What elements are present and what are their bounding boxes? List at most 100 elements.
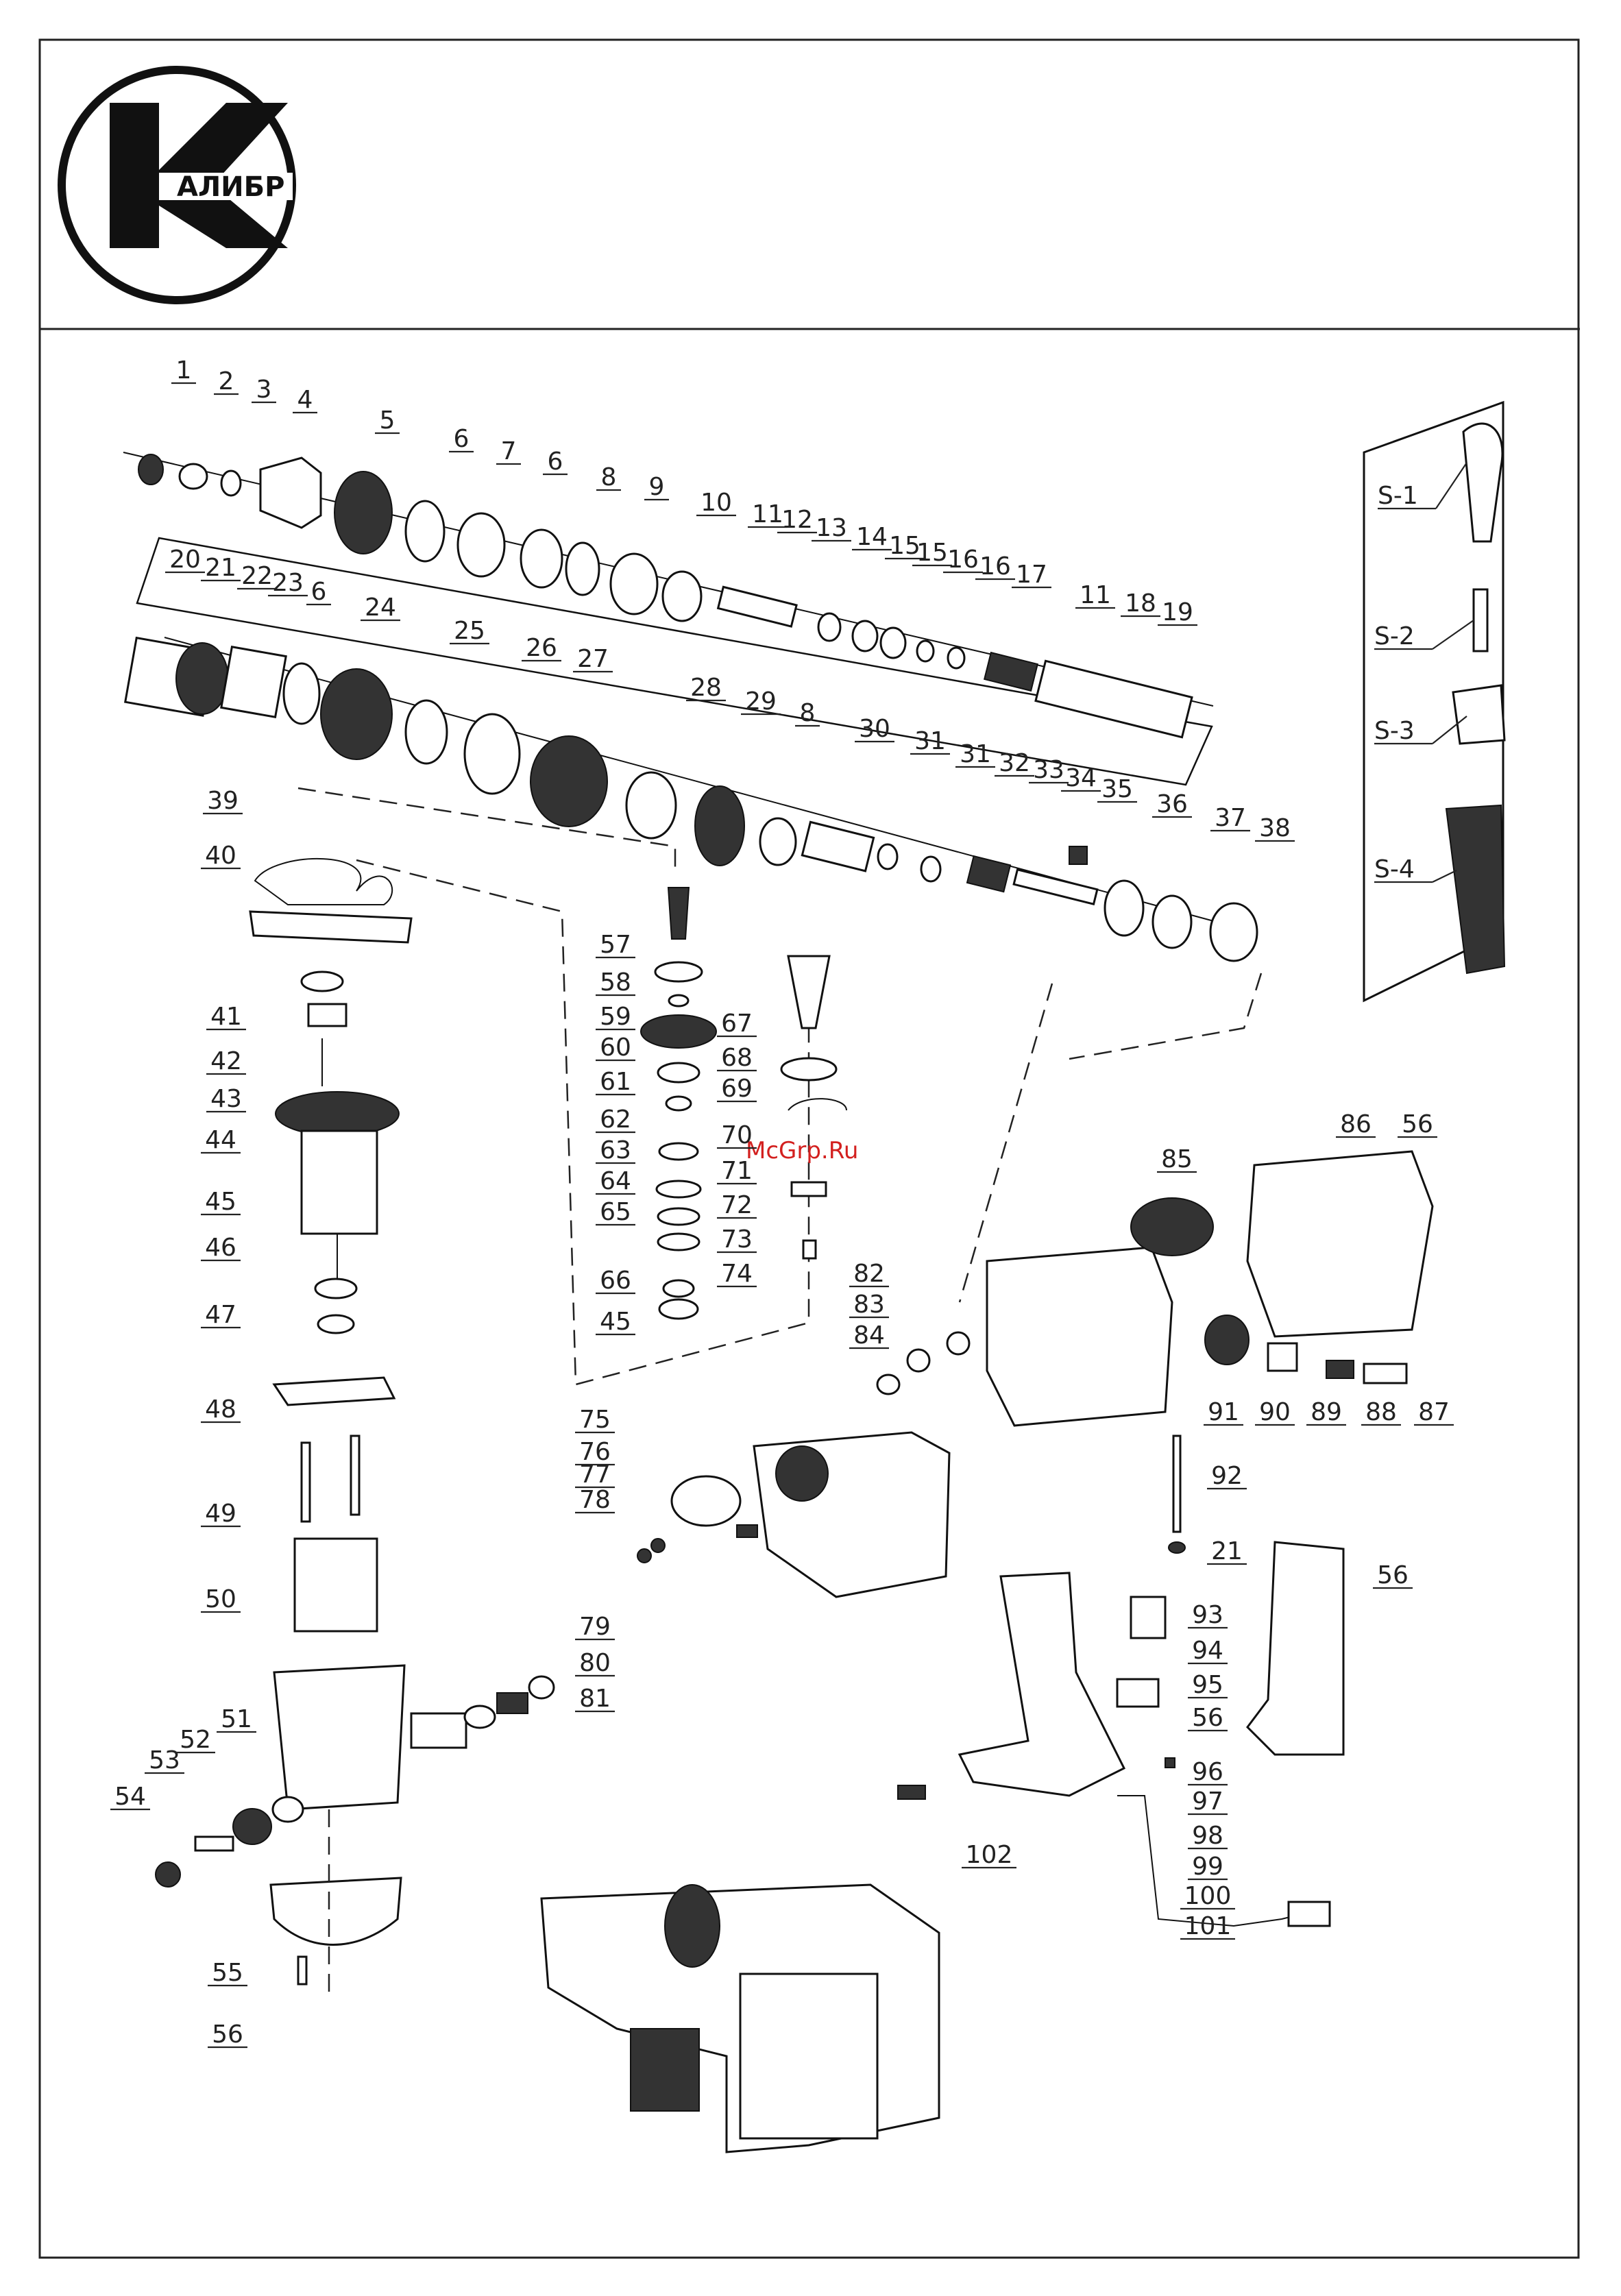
part-number-label: 57: [600, 931, 631, 959]
part-number-label: 14: [856, 523, 888, 551]
part-number-label: 8: [601, 463, 617, 491]
assembly-path-1: [297, 787, 677, 870]
accessory-panel: [1363, 400, 1506, 1003]
part-number-label: 41: [210, 1003, 242, 1031]
part-number-label: 22: [241, 562, 273, 590]
set-label-s2: S-2: [1374, 622, 1415, 650]
part-number-label: 101: [1184, 1912, 1232, 1940]
part-number-label: 27: [577, 645, 609, 673]
part-number-label: 95: [1192, 1671, 1223, 1699]
part-number-label: 19: [1162, 598, 1193, 626]
part-number-label: 59: [600, 1003, 631, 1031]
part-number-label: 9: [649, 473, 665, 501]
part-number-label: 44: [205, 1126, 236, 1154]
part-number-label: 39: [207, 787, 239, 815]
part-number-label: 1: [176, 356, 192, 384]
set-label-s4: S-4: [1374, 855, 1415, 883]
part-number-label: 4: [297, 386, 313, 414]
part-number-label: 34: [1065, 764, 1097, 792]
part-number-label: 30: [859, 715, 890, 743]
part-number-label: 96: [1192, 1758, 1223, 1786]
part-number-label: 62: [600, 1106, 631, 1134]
part-number-label: 70: [721, 1121, 753, 1149]
part-number-label: 42: [210, 1047, 242, 1075]
set-labels: S-1 S-2 S-3 S-4: [1374, 462, 1474, 883]
part-number-label: 31: [914, 727, 946, 755]
part-number-label: 15: [889, 532, 921, 560]
part-number-label: 73: [721, 1225, 753, 1254]
part-number-label: 11: [1080, 581, 1111, 609]
part-number-label: 48: [205, 1395, 236, 1424]
part-number-label: 6: [311, 578, 327, 606]
watermark: McGrp.Ru: [746, 1137, 858, 1164]
part-number-label: 28: [690, 674, 722, 702]
part-number-label: 38: [1259, 814, 1291, 842]
part-number-label: 74: [721, 1260, 753, 1288]
assembly-path-2: [356, 859, 810, 1386]
part-number-label: 97: [1192, 1787, 1223, 1816]
chuck-assembly: [123, 452, 1258, 962]
part-number-label: 2: [219, 367, 234, 395]
part-number-label: 71: [721, 1157, 753, 1185]
part-number-label: 61: [600, 1068, 631, 1096]
part-number-label: 56: [1192, 1704, 1223, 1732]
part-number-label: 40: [205, 842, 236, 870]
part-number-label: 20: [169, 546, 201, 574]
brand-logo: АЛИБР: [58, 66, 296, 304]
part-number-label: 79: [579, 1613, 611, 1641]
part-number-label: 93: [1192, 1601, 1223, 1629]
part-number-label: 10: [700, 489, 732, 517]
part-number-label: 6: [548, 448, 563, 476]
part-number-label: 45: [205, 1188, 236, 1216]
part-number-label: 86: [1340, 1110, 1372, 1138]
part-number-label: 77: [579, 1461, 611, 1489]
part-number-label: 37: [1215, 804, 1246, 832]
part-number-label: 18: [1125, 589, 1156, 618]
part-number-label: 7: [501, 437, 517, 465]
part-number-label: 6: [454, 425, 470, 453]
part-number-label: 16: [979, 552, 1011, 581]
part-number-label: 23: [272, 569, 304, 597]
part-number-label: 67: [721, 1010, 753, 1038]
part-number-label: 56: [1377, 1561, 1409, 1589]
part-number-label: 17: [1016, 561, 1047, 589]
part-number-label: 32: [999, 749, 1030, 777]
part-number-label: 33: [1033, 756, 1064, 784]
part-number-label: 3: [256, 376, 272, 404]
part-number-label: 90: [1259, 1398, 1291, 1426]
part-number-label: 21: [1211, 1537, 1243, 1565]
part-number-label: 82: [853, 1260, 885, 1288]
part-number-label: 8: [800, 699, 816, 727]
part-number-label: 75: [579, 1406, 611, 1434]
part-number-label: 24: [365, 594, 396, 622]
part-number-label: 68: [721, 1044, 753, 1072]
part-number-label: 87: [1418, 1398, 1450, 1426]
part-number-label: 31: [960, 740, 991, 768]
part-number-label: 43: [210, 1085, 242, 1113]
part-number-label: 84: [853, 1321, 885, 1349]
part-number-label: 89: [1311, 1398, 1342, 1426]
part-number-label: 80: [579, 1649, 611, 1677]
page-frame: [38, 38, 1580, 2259]
part-number-label: 54: [114, 1783, 146, 1811]
part-number-label: 83: [853, 1291, 885, 1319]
part-number-label: 102: [966, 1841, 1013, 1869]
part-number-label: 56: [212, 2020, 243, 2049]
part-number-label: 69: [721, 1075, 753, 1103]
part-number-label: 12: [781, 506, 813, 534]
assembly-path-3: [958, 973, 1263, 1303]
part-number-label: 13: [816, 514, 847, 542]
part-number-label: 46: [205, 1234, 236, 1262]
part-number-label: 26: [526, 634, 557, 662]
part-number-label: 72: [721, 1191, 753, 1219]
part-number-label: 15: [916, 539, 948, 567]
part-number-label: 76: [579, 1438, 611, 1466]
part-number-label: 53: [149, 1746, 180, 1774]
part-number-label: 47: [205, 1301, 236, 1329]
part-number-label: 85: [1161, 1145, 1193, 1173]
part-number-label: 50: [205, 1585, 236, 1613]
part-number-label: 49: [205, 1500, 236, 1528]
part-number-label: 52: [180, 1726, 211, 1754]
